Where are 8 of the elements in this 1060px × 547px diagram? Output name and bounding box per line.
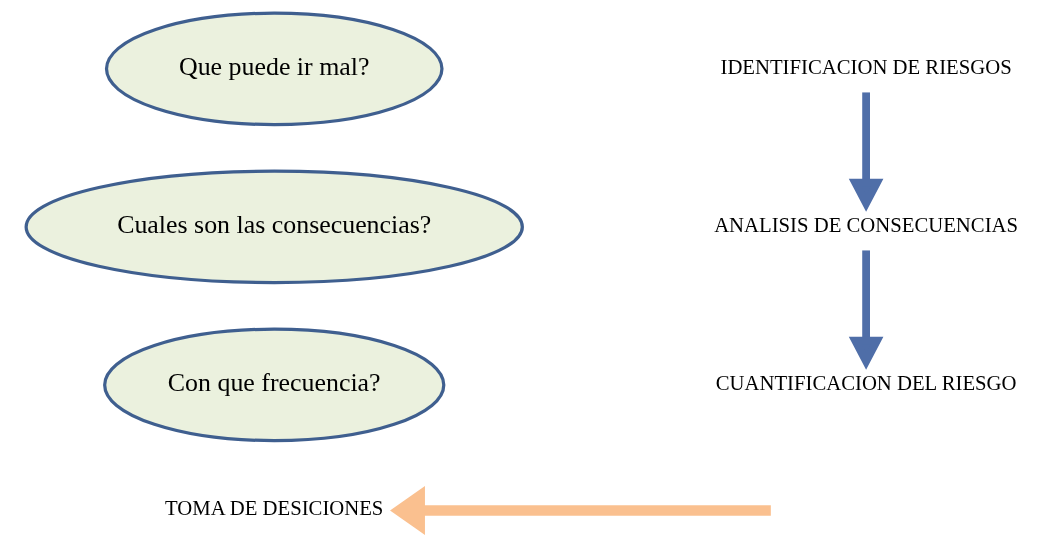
node-ellipse: Con que frecuencia? [103,327,446,443]
node-text: TOMA DE DESICIONES [165,497,384,520]
node-text: IDENTIFICACION DE RIESGOS [720,55,1012,78]
node-ellipse: Que puede ir mal? [104,11,444,127]
node-text: ANALISIS DE CONSECUENCIAS [714,213,1019,236]
node-ellipse: Cuales son las consecuencias? [24,169,524,285]
node-text: CUANTIFICACION DEL RIESGO [715,371,1017,394]
arrow [390,486,771,535]
